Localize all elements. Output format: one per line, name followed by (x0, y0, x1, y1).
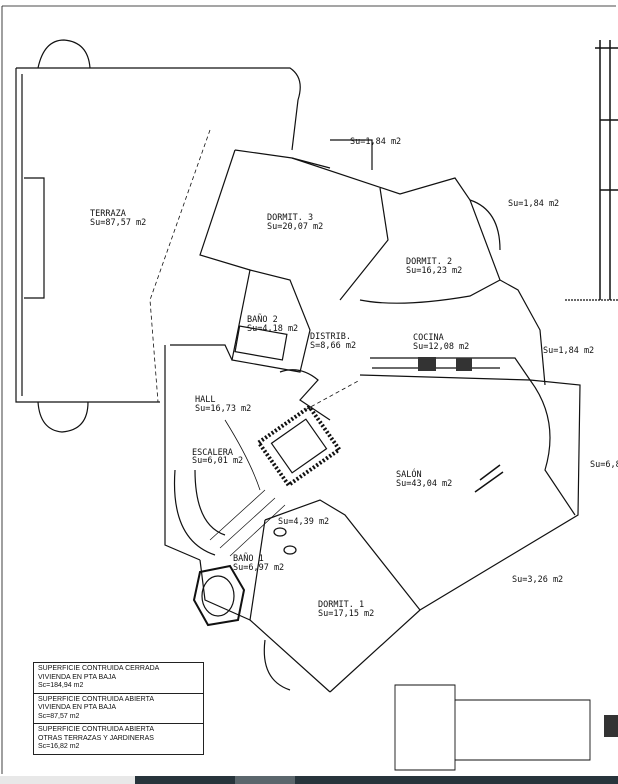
svg-text:Su=87,57 m2: Su=87,57 m2 (90, 218, 146, 228)
label-area: Su=1,84 m2 (543, 346, 594, 356)
bottom-strip (295, 776, 618, 784)
svg-text:DORMIT. 2: DORMIT. 2 (406, 257, 452, 267)
svg-text:DORMIT. 3: DORMIT. 3 (267, 213, 313, 223)
svg-text:Su=43,04 m2: Su=43,04 m2 (396, 479, 452, 489)
svg-text:BAÑO 1: BAÑO 1 (233, 553, 264, 564)
svg-text:Su=16,73 m2: Su=16,73 m2 (195, 404, 251, 414)
svg-text:Su=4,18 m2: Su=4,18 m2 (247, 324, 298, 334)
svg-text:Su=17,15 m2: Su=17,15 m2 (318, 609, 374, 619)
svg-text:COCINA: COCINA (413, 333, 444, 343)
svg-text:DORMIT. 1: DORMIT. 1 (318, 600, 364, 610)
label-area: Su=3,26 m2 (512, 575, 563, 585)
label-area: Su=1,84 m2 (350, 137, 401, 147)
walls (1, 5, 618, 774)
label-bano-2: BAÑO 2Su=4,18 m2 (247, 314, 298, 334)
label-bano-1: BAÑO 1Su=6,97 m2 (233, 553, 284, 573)
svg-text:S=8,66 m2: S=8,66 m2 (310, 341, 356, 351)
svg-text:BAÑO 2: BAÑO 2 (247, 314, 278, 325)
terrace-bay (37, 401, 89, 433)
terraza-outline (16, 67, 301, 151)
svg-text:Su=6,01 m2: Su=6,01 m2 (192, 456, 243, 466)
svg-text:SALÓN: SALÓN (396, 468, 422, 480)
svg-text:Su=6,97 m2: Su=6,97 m2 (233, 563, 284, 573)
svg-text:ESCALERA: ESCALERA (192, 448, 233, 458)
svg-text:Su=20,07 m2: Su=20,07 m2 (267, 222, 323, 232)
bottom-strip (135, 776, 235, 784)
svg-text:TERRAZA: TERRAZA (90, 209, 126, 219)
bottom-strip (0, 776, 135, 784)
label-area: Su=1,84 m2 (508, 199, 559, 209)
label-dormit-3: DORMIT. 3Su=20,07 m2 (267, 213, 323, 232)
svg-text:HALL: HALL (195, 395, 215, 405)
bottom-strip (235, 776, 295, 784)
label-area: Su=4,39 m2 (278, 517, 329, 527)
svg-text:Su=16,23 m2: Su=16,23 m2 (406, 266, 462, 276)
label-dormit-1: DORMIT. 1Su=17,15 m2 (318, 600, 374, 619)
label-dormit-2: DORMIT. 2Su=16,23 m2 (406, 257, 462, 276)
label-area: Su=6,8 (590, 460, 618, 470)
svg-text:DISTRIB.: DISTRIB. (310, 332, 351, 342)
label-distrib: DISTRIB.S=8,66 m2 (310, 332, 356, 351)
svg-text:Su=12,08 m2: Su=12,08 m2 (413, 342, 469, 352)
